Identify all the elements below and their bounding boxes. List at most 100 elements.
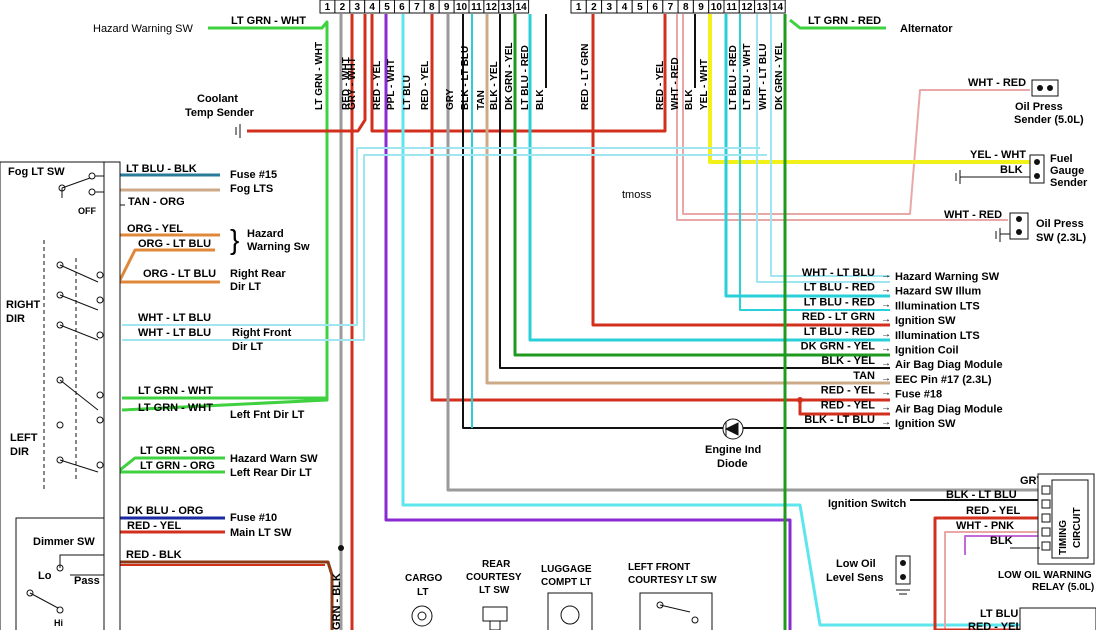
alternator-label: Alternator (900, 23, 953, 35)
right-list-wire-label: RED - YEL (821, 399, 875, 411)
fuel-gauge-connector (1029, 154, 1045, 184)
left-dir-label2: DIR (10, 446, 29, 458)
vertical-wire-label: DK GRN - YEL (504, 42, 515, 110)
connector-pin-number: 3 (606, 2, 612, 13)
right-list-dest-label: Hazard SW Illum (895, 286, 981, 298)
vertical-wire-label: TAN (476, 90, 487, 110)
connector-pin-number: 6 (652, 2, 658, 13)
hazard-left-brace: } (230, 224, 239, 255)
connector-pin-cell (513, 0, 530, 14)
connector-pin-number: 1 (325, 2, 331, 13)
vertical-wire-label: LT BLU - RED (728, 45, 739, 110)
vertical-wire-label: PPL - WHT (386, 59, 397, 110)
wire-blk-yel (499, 14, 890, 369)
bottom-red-yel-label: RED - YEL (968, 621, 1022, 630)
wire-ppl-wht (384, 14, 792, 630)
timing-pins (1041, 485, 1051, 551)
dimmer-lo: Lo (38, 570, 52, 582)
splice-dot (338, 545, 344, 551)
wire-red-yel-fuse (430, 14, 890, 402)
right-list-wire-label: LT BLU - RED (804, 326, 875, 338)
fog-dest1: Fuse #15 (230, 169, 277, 181)
oil-press-23-wire: WHT - RED (944, 209, 1002, 221)
wire-wht-red-b (682, 14, 1030, 215)
wire-gry (446, 14, 1040, 492)
ignition-switch-label: Ignition Switch (828, 498, 906, 510)
connector-pin-number: 14 (516, 2, 528, 13)
right-rear-wire: ORG - LT BLU (143, 268, 216, 280)
right-list-wire-label: RED - YEL (821, 385, 875, 397)
wire-red-yel-splice (798, 400, 890, 416)
fuse10-wire1: DK BLU - ORG (127, 505, 203, 517)
pin-dot (1016, 216, 1022, 222)
pin-dot (1016, 229, 1022, 235)
timing-blk-label: BLK (990, 535, 1013, 547)
hazard-warn-dest1: Hazard Warn SW (230, 453, 318, 465)
right-list-dest-label: Air Bag Diag Module (895, 403, 1003, 415)
ground-icon (896, 589, 910, 595)
wire-tan (485, 14, 890, 385)
left-dir-label1: LEFT (10, 432, 38, 444)
wire-red-blk (120, 560, 334, 630)
wire-timing-wht-pnk (944, 531, 1040, 630)
turn-switch-dashes (43, 240, 77, 490)
right-front-wire2: WHT - LT BLU (138, 327, 211, 339)
right-list-arrow: → (881, 314, 891, 325)
connector-pin-number: 10 (456, 2, 468, 13)
low-oil-relay-label2: RELAY (5.0L) (1032, 582, 1094, 593)
low-oil-label2: Level Sens (826, 572, 883, 584)
right-front-label1: Right Front (232, 327, 292, 339)
low-oil-relay-label1: LOW OIL WARNING (998, 570, 1092, 581)
ground-icon (955, 170, 961, 184)
dimmer-switch-icon (26, 554, 104, 614)
watermark: tmoss (622, 189, 652, 201)
right-list-arrow: → (881, 329, 891, 340)
right-list-arrow: → (881, 417, 891, 428)
vertical-wire-label: WHT - RED (670, 57, 681, 110)
rear-courtesy-label1: REAR (482, 559, 511, 570)
right-rear-label1: Right Rear (230, 268, 286, 280)
vertical-wire-label: BLK - YEL (489, 61, 500, 110)
vertical-wire-label: RED - YEL (655, 61, 666, 110)
fuel-label1: Fuel (1050, 153, 1073, 165)
connector-pin-number: 3 (354, 2, 360, 13)
connector-pin-number: 9 (444, 2, 450, 13)
oil-press-23-label1: Oil Press (1036, 218, 1084, 230)
wire-yel-wht (708, 14, 1040, 164)
right-list-dest-label: Fuse #18 (895, 389, 942, 401)
ground-icon (995, 228, 1001, 242)
pin-dot (1047, 85, 1053, 91)
fog-switch-icon (58, 172, 104, 198)
right-list-dest-label: Ignition SW (895, 315, 956, 327)
right-list-arrow: → (881, 388, 891, 399)
oil-press-50-connector (1031, 79, 1059, 97)
connector-pin-number: 10 (711, 2, 723, 13)
left-front-courtesy-label1: LEFT FRONT (628, 562, 690, 573)
left-fnt-wire2: LT GRN - WHT (138, 402, 213, 414)
rear-courtesy-label2: COURTESY (466, 572, 522, 583)
vertical-wire-label: RED - YEL (420, 61, 431, 110)
low-oil-sensor (895, 555, 911, 585)
fuel-label2: Gauge (1050, 165, 1084, 177)
wire-org-lt-blu (118, 248, 215, 281)
coolant-label: Coolant (197, 93, 238, 105)
fuel-yel-wht-label: YEL - WHT (970, 149, 1026, 161)
wires (118, 14, 1040, 630)
right-list-wire-label: TAN (853, 370, 875, 382)
vertical-wire-label: BLK (684, 89, 695, 110)
right-rear-label2: Dir LT (230, 281, 261, 293)
fog-title: Fog LT SW (8, 166, 65, 178)
fuel-blk-label: BLK (1000, 164, 1023, 176)
cargo-lamp-icon (411, 605, 433, 627)
connector-pin-number: 2 (340, 2, 346, 13)
connector-pin-number: 9 (698, 2, 704, 13)
fuse10-dest1: Fuse #10 (230, 512, 277, 524)
connector-pin-cell (769, 0, 786, 14)
fuse10-dest2: Main LT SW (230, 527, 292, 539)
fog-wire2: TAN - ORG (128, 196, 185, 208)
wire-lt-grn-org-1 (119, 456, 225, 472)
